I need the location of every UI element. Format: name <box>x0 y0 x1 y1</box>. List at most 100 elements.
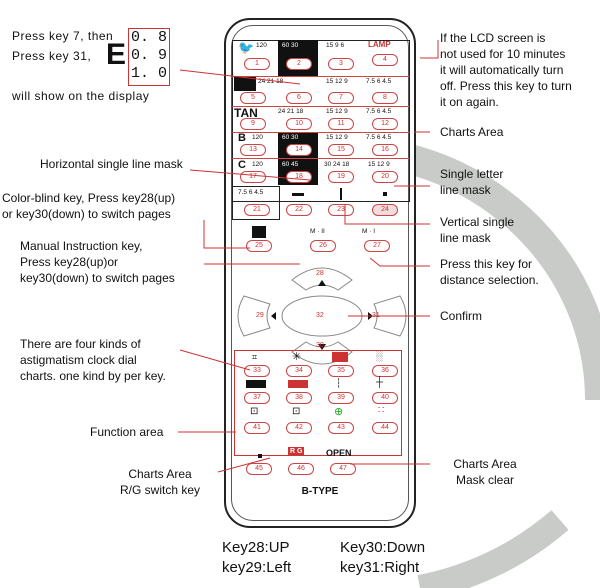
key-47[interactable]: 47 <box>330 463 356 475</box>
dpad-center-key[interactable]: 32 <box>316 312 324 319</box>
chart-row5-c2: 60 45 <box>282 161 299 168</box>
key-13[interactable]: 13 <box>240 144 266 156</box>
chart-row2-c3: 7.5 6 4.5 <box>366 78 392 85</box>
key-7[interactable]: 7 <box>328 92 354 104</box>
key-11[interactable]: 11 <box>328 118 354 130</box>
fn-square-dot-icon-2: ⊡ <box>292 406 301 417</box>
chart-row3-tan: TAN <box>234 106 258 120</box>
key-12[interactable]: 12 <box>372 118 398 130</box>
key-41[interactable]: 41 <box>244 422 270 434</box>
confirm-note: Confirm <box>440 309 483 323</box>
key-8[interactable]: 8 <box>372 92 398 104</box>
mode-a-label: M · II <box>310 228 325 235</box>
open-label: OPEN <box>326 448 352 458</box>
single-letter-mask-icon <box>383 192 387 196</box>
key-44[interactable]: 44 <box>372 422 398 434</box>
key-39[interactable]: 39 <box>328 392 354 404</box>
key-33[interactable]: 33 <box>244 365 270 377</box>
key-15[interactable]: 15 <box>328 144 354 156</box>
chart-row4-c1: 120 <box>252 134 263 141</box>
key-17[interactable]: 17 <box>240 171 266 183</box>
key-10[interactable]: 10 <box>286 118 312 130</box>
big-letter-e: E <box>106 38 127 71</box>
key-20[interactable]: 20 <box>372 171 398 183</box>
vertical-mask-icon <box>340 188 342 200</box>
remote-inner-border <box>231 25 409 521</box>
key-2[interactable]: 2 <box>286 58 312 70</box>
chart-row5-c1: 120 <box>252 161 263 168</box>
key-9[interactable]: 9 <box>240 118 266 130</box>
key-37[interactable]: 37 <box>244 392 270 404</box>
chart-row1-c2: 60 30 <box>282 42 299 49</box>
key-6[interactable]: 6 <box>286 92 312 104</box>
chart-row3-c2: 15 12 9 <box>326 108 348 115</box>
key-16[interactable]: 16 <box>372 144 398 156</box>
astigmatism-note: There are four kinds of astigmatism cloc… <box>20 337 166 383</box>
footer-key28: Key28:UP <box>222 539 290 556</box>
chart-row4-symbol: B <box>238 132 246 144</box>
chart-row1-symbol: 🐦 <box>238 40 255 55</box>
key-3[interactable]: 3 <box>328 58 354 70</box>
display-value-2: 0. 9 <box>130 47 167 64</box>
display-instruction: Press key 7, then Press key 31, <box>12 28 113 64</box>
key-26[interactable]: 26 <box>310 240 336 252</box>
dot-icon <box>258 454 262 458</box>
function-area <box>234 350 402 456</box>
key-4-lamp[interactable]: 4 <box>372 54 398 66</box>
mode-b-label: M · I <box>362 228 375 235</box>
dpad-left-key[interactable]: 29 <box>256 312 264 319</box>
fn-grid-icon: ⌗ <box>252 352 258 362</box>
chart-row3-c3: 7.5 6 4.5 <box>366 108 392 115</box>
key-36[interactable]: 36 <box>372 365 398 377</box>
charts-area-note: Charts Area <box>440 125 504 139</box>
charts-area <box>232 40 410 202</box>
key-27[interactable]: 27 <box>364 240 390 252</box>
key-24[interactable]: 24 <box>372 204 398 216</box>
key-38[interactable]: 38 <box>286 392 312 404</box>
key-1[interactable]: 1 <box>244 58 270 70</box>
fn-color-icon <box>332 352 348 362</box>
color-blind-note: Color-blind key, Press key28(up) or key3… <box>2 191 176 221</box>
key-21[interactable]: 21 <box>244 204 270 216</box>
rg-switch-note: Charts Area R/G switch key <box>119 467 200 497</box>
function-area-note: Function area <box>90 425 164 439</box>
fn-square-dot-icon: ⊡ <box>250 406 259 417</box>
chart-row2-c2: 15 12 9 <box>326 78 348 85</box>
chart-row4-c4: 7.5 6 4.5 <box>366 134 392 141</box>
key-35[interactable]: 35 <box>328 365 354 377</box>
chart-row5-symbol: C <box>238 159 246 171</box>
chart-row2-c1: 24 21 18 <box>258 78 284 85</box>
key-46[interactable]: 46 <box>288 463 314 475</box>
remote-control: 🐦 120 60 30 15 9 6 1 2 3 LAMP 4 24 21 18… <box>224 18 416 528</box>
row6-box <box>232 186 280 220</box>
key-22[interactable]: 22 <box>286 204 312 216</box>
model-label: B-TYPE <box>301 486 339 497</box>
key-34[interactable]: 34 <box>286 365 312 377</box>
fn-four-dots-icon: ∷ <box>378 405 385 416</box>
dpad-up-key[interactable]: 28 <box>316 270 324 277</box>
row6-text: 7.5 6 4.5 <box>238 189 264 196</box>
single-letter-note: Single letter line mask <box>440 167 504 197</box>
display-value-1: 0. 8 <box>130 29 167 46</box>
footer-key29: key29:Left <box>222 559 292 576</box>
display-value-box: 0. 8 0. 9 1. 0 <box>128 28 170 86</box>
key-40[interactable]: 40 <box>372 392 398 404</box>
key-19[interactable]: 19 <box>328 171 354 183</box>
key-14[interactable]: 14 <box>286 144 312 156</box>
chart-row5-c3: 30 24 18 <box>324 161 350 168</box>
key-42[interactable]: 42 <box>286 422 312 434</box>
key-43[interactable]: 43 <box>328 422 354 434</box>
horizontal-mask-note: Horizontal single line mask <box>40 157 183 171</box>
mask-clear-note: Charts Area Mask clear <box>453 457 517 487</box>
key-23[interactable]: 23 <box>328 204 354 216</box>
display-line1: Press key 7, then <box>12 29 114 43</box>
display-line3: will show on the display <box>12 89 150 103</box>
key-25[interactable]: 25 <box>246 240 272 252</box>
key-5[interactable]: 5 <box>240 92 266 104</box>
dpad-down-key[interactable]: 30 <box>316 342 324 349</box>
chart-row4-c3: 15 12 9 <box>326 134 348 141</box>
footer-key30: Key30:Down <box>340 539 426 556</box>
key-45[interactable]: 45 <box>246 463 272 475</box>
fn-asterisk-icon: ✳ <box>292 351 302 363</box>
